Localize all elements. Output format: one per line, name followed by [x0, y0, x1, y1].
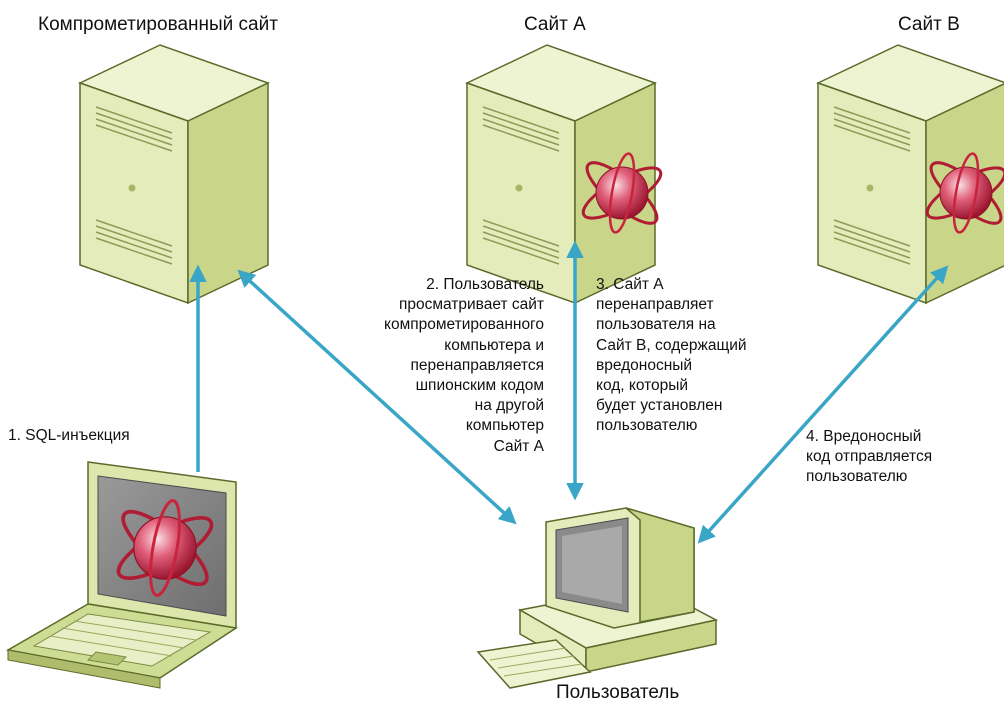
step-3-text: 3. Сайт A перенаправляет пользователя на…	[596, 276, 747, 435]
user-label: Пользователь	[556, 682, 680, 703]
step-4-text: 4. Вредоносный код отправляется пользова…	[806, 428, 933, 486]
desktop-computer-icon	[476, 507, 719, 689]
site-a-label: Сайт A	[524, 14, 586, 35]
site-b-label: Сайт B	[898, 14, 960, 35]
compromised-site-label: Компрометированный сайт	[38, 14, 278, 35]
arrow-user-site-b	[697, 265, 949, 544]
step-2-text: 2. Пользователь просматривает сайт компр…	[384, 276, 544, 455]
compromised-site-server-icon	[79, 44, 269, 304]
site-a-server-icon	[466, 44, 669, 304]
step-1-text: 1. SQL-инъекция	[8, 427, 130, 444]
site-b-server-icon	[817, 44, 1004, 304]
arrow-user-compromised-site	[237, 269, 517, 525]
laptop-icon	[5, 461, 239, 689]
arrows	[189, 240, 949, 544]
